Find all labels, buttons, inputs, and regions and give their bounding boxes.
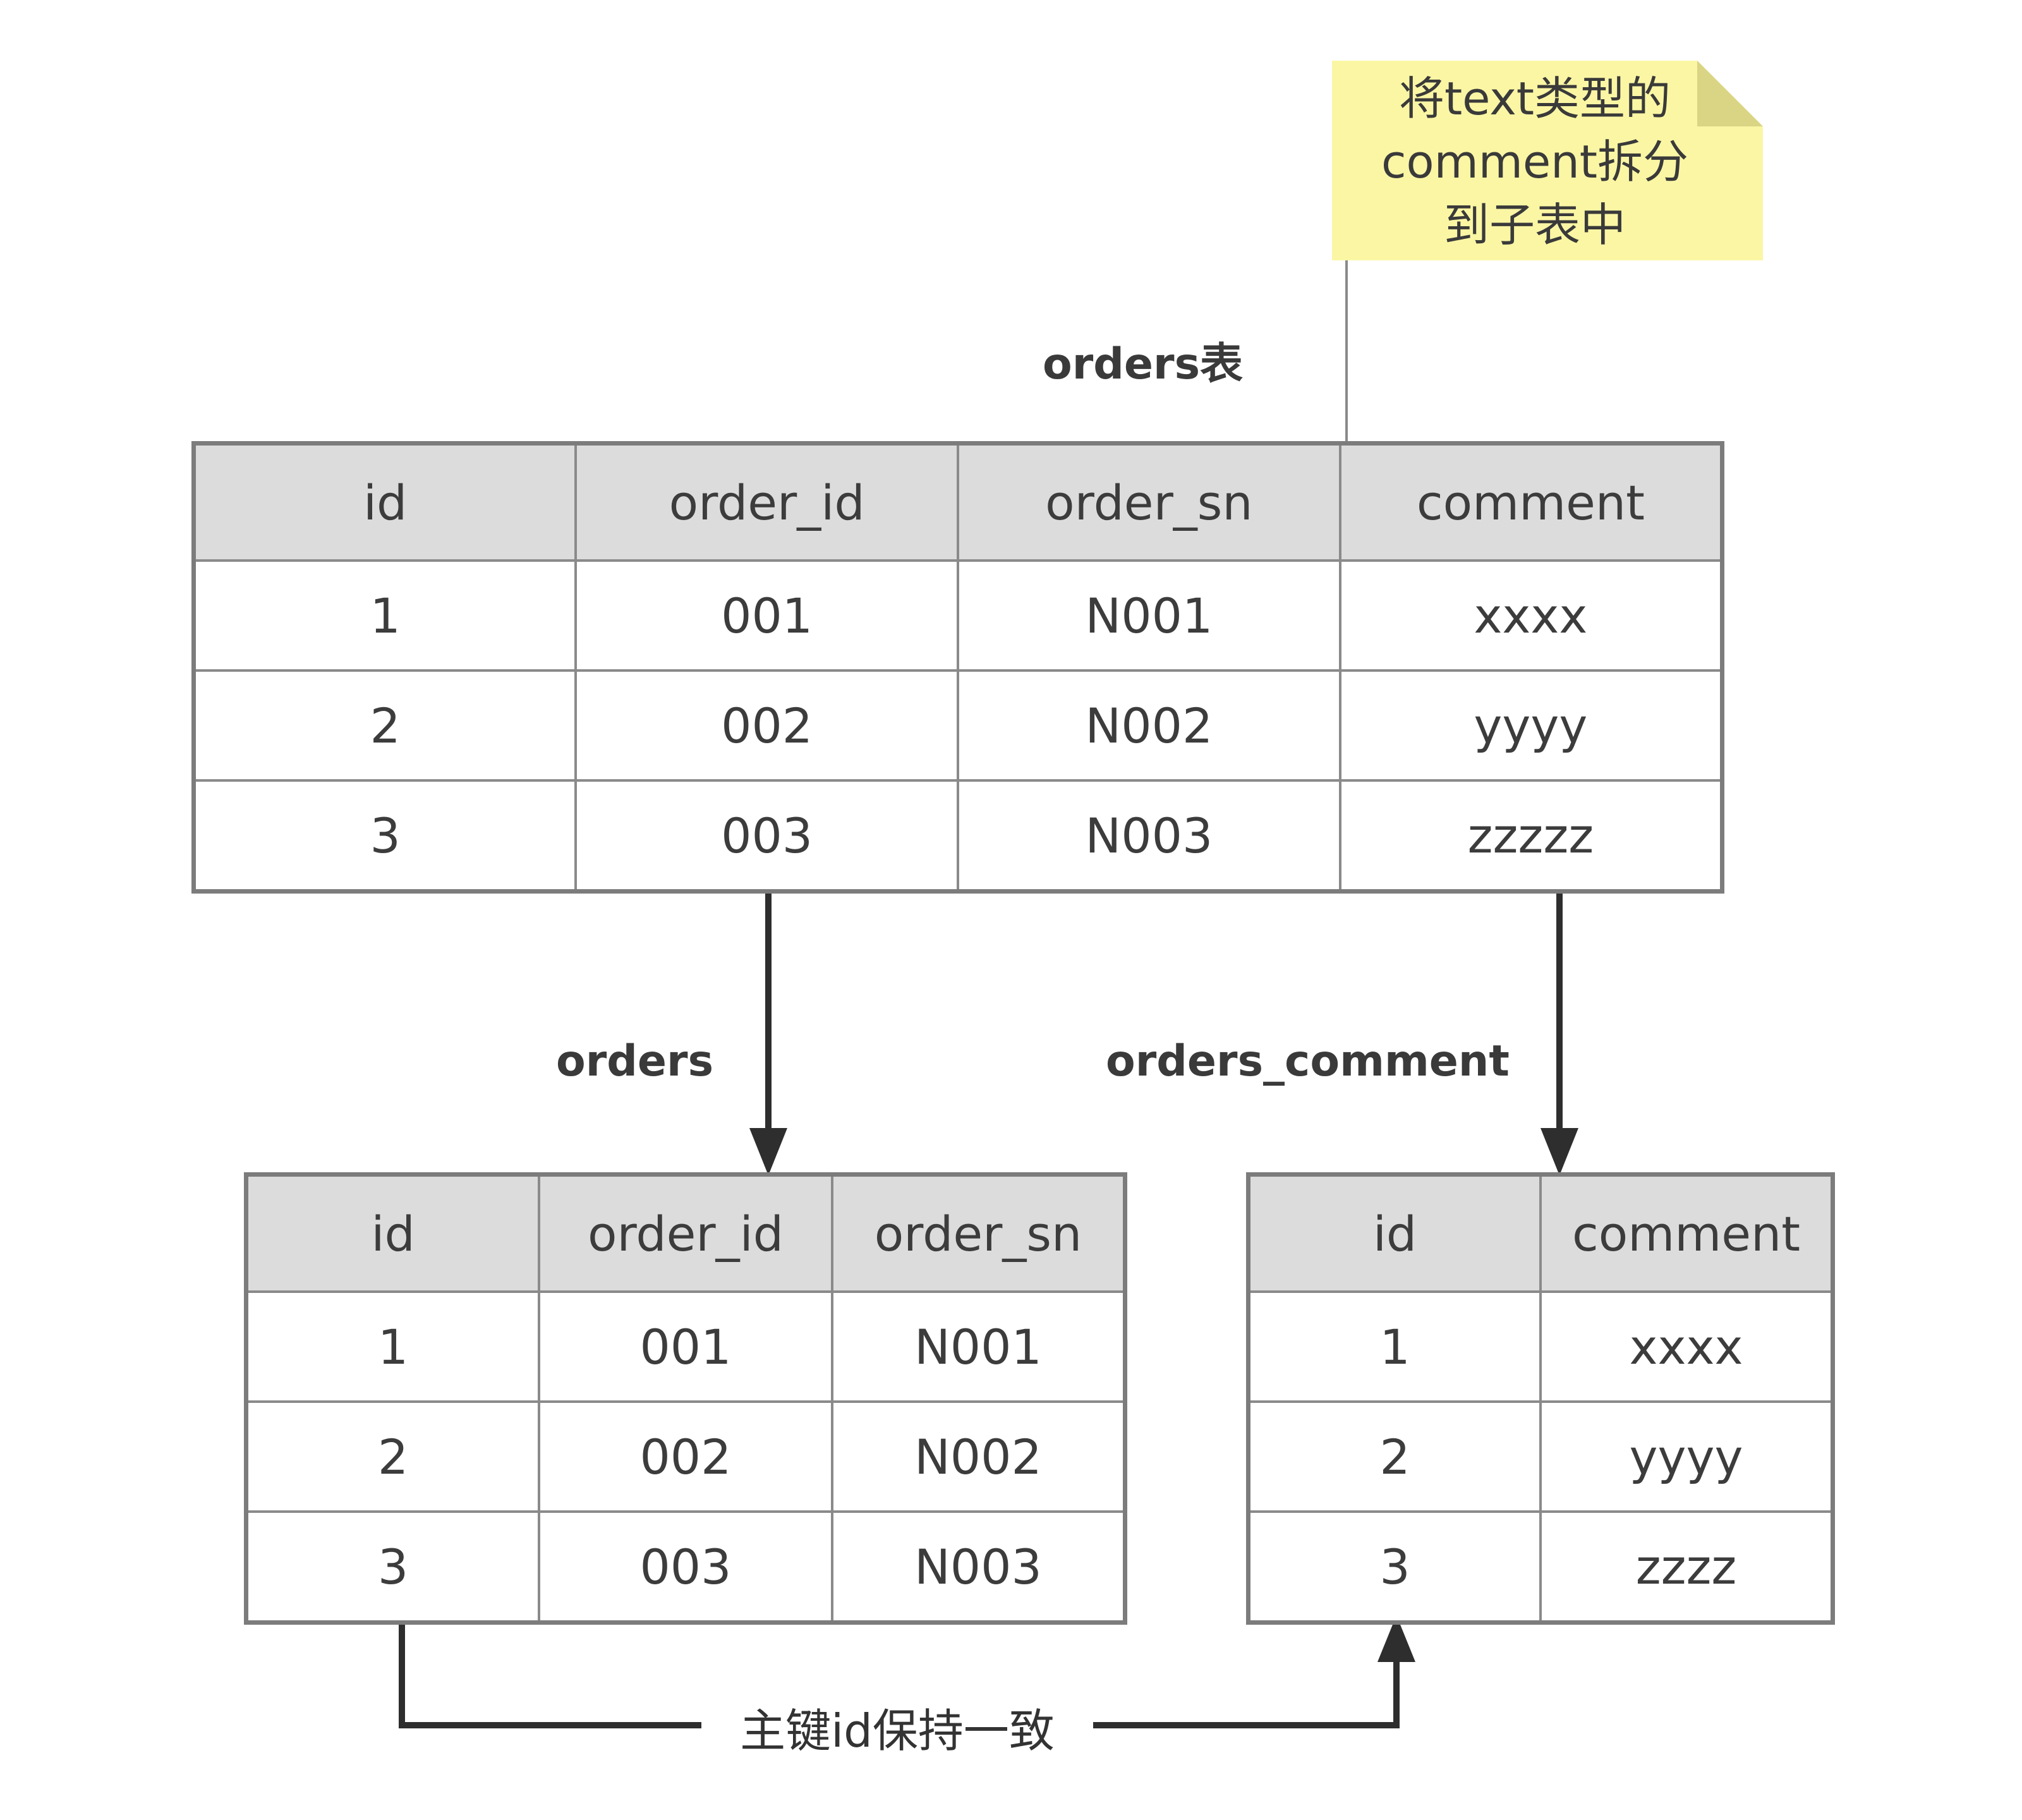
orders-comment-table: id comment 1 xxxx 2 yyyy 3 zzzz — [1246, 1172, 1835, 1625]
table-row: 1 xxxx — [1247, 1290, 1834, 1403]
table-cell: 2 — [192, 669, 578, 782]
table-cell: 003 — [574, 779, 959, 893]
orders-full-table: id order_id order_sn comment 1 001 N001 … — [191, 441, 1724, 894]
orders-table-title: orders表 — [1043, 339, 1244, 389]
column-header: comment — [1539, 1173, 1834, 1293]
note-line-2: comment拆分 — [1381, 135, 1689, 188]
table-cell: 1 — [192, 559, 578, 672]
table-cell: N001 — [957, 559, 1341, 672]
table-cell: 003 — [538, 1510, 833, 1624]
table-cell: 001 — [574, 559, 959, 672]
table-cell: 1 — [245, 1290, 541, 1403]
table-cell: xxxx — [1338, 559, 1724, 672]
note-text: 将text类型的 comment拆分 到子表中 — [1345, 67, 1725, 257]
table-cell: 3 — [192, 779, 578, 893]
table-cell: yyyy — [1338, 669, 1724, 782]
table-cell: 2 — [1247, 1400, 1542, 1513]
note-line-3: 到子表中 — [1443, 198, 1626, 252]
table-row: 2 002 N002 — [245, 1400, 1127, 1513]
table-row: 2 002 N002 yyyy — [192, 669, 1724, 782]
arrowhead-primary-key — [1377, 1615, 1415, 1662]
orders-comment-label: orders_comment — [1106, 1036, 1510, 1086]
column-header: id — [245, 1173, 541, 1293]
column-header: comment — [1338, 442, 1724, 562]
note-line-1: 将text类型的 — [1398, 72, 1671, 125]
column-header: order_id — [574, 442, 959, 562]
table-cell: N001 — [830, 1290, 1127, 1403]
header-row: id order_id order_sn — [245, 1173, 1127, 1293]
table-cell: 2 — [245, 1400, 541, 1513]
table-cell: N002 — [830, 1400, 1127, 1513]
sticky-note — [1332, 61, 1763, 260]
table-cell: N003 — [957, 779, 1341, 893]
header-row: id comment — [1247, 1173, 1834, 1293]
column-header: order_sn — [830, 1173, 1127, 1293]
table-row: 3 003 N003 zzzzz — [192, 779, 1724, 893]
table-cell: zzzzz — [1338, 779, 1724, 893]
column-header: id — [192, 442, 578, 562]
table-row: 2 yyyy — [1247, 1400, 1834, 1513]
table-cell: 002 — [574, 669, 959, 782]
column-header: order_id — [538, 1173, 833, 1293]
table-cell: 002 — [538, 1400, 833, 1513]
table-cell: N003 — [830, 1510, 1127, 1624]
table-cell: 001 — [538, 1290, 833, 1403]
orders-label: orders — [556, 1036, 714, 1086]
table-row: 1 001 N001 xxxx — [192, 559, 1724, 672]
arrowhead-orders-comment — [1541, 1128, 1578, 1175]
orders-table: id order_id order_sn 1 001 N001 2 002 N0… — [244, 1172, 1127, 1625]
table-cell: 3 — [245, 1510, 541, 1624]
table-cell: zzzz — [1539, 1510, 1834, 1624]
table-cell: N002 — [957, 669, 1341, 782]
table-row: 3 003 N003 — [245, 1510, 1127, 1624]
table-row: 1 001 N001 — [245, 1290, 1127, 1403]
column-header: id — [1247, 1173, 1542, 1293]
arrowhead-orders — [749, 1128, 787, 1175]
table-row: 3 zzzz — [1247, 1510, 1834, 1624]
primary-key-link-label: 主键id保持一致 — [701, 1694, 1093, 1760]
column-header: order_sn — [957, 442, 1341, 562]
table-cell: 3 — [1247, 1510, 1542, 1624]
table-cell: 1 — [1247, 1290, 1542, 1403]
table-cell: yyyy — [1539, 1400, 1834, 1513]
header-row: id order_id order_sn comment — [192, 442, 1724, 562]
table-cell: xxxx — [1539, 1290, 1834, 1403]
